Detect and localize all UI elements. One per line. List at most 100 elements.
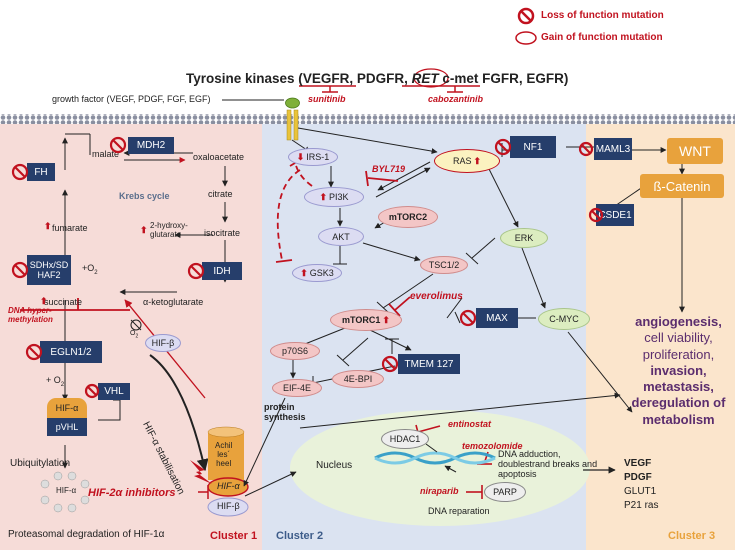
oxygen-plus-a: +O2 (82, 263, 98, 276)
citrate-label: citrate (208, 189, 233, 199)
sdhx-label: SDHx/SD (29, 259, 69, 270)
max-label: MAX (486, 312, 508, 324)
tyrosine-rest: FGFR, EGFR) (482, 71, 569, 86)
tmem127-label: TMEM 127 (404, 358, 454, 370)
dna-helix-icon (374, 451, 496, 465)
hdac1-node: HDAC1 (381, 429, 429, 449)
hdac1-label: HDAC1 (389, 434, 421, 444)
nf1-label: NF1 (523, 141, 543, 153)
pi3k-label: PI3K (329, 192, 349, 202)
hif-beta-core-label: HIF-β (217, 501, 240, 511)
vegf-label: VEGF (624, 458, 652, 469)
achilles-heel-cylinder (207, 426, 245, 480)
p70s6-label: p70S6 (281, 346, 309, 356)
hif-alpha-core-label: HIF-α (217, 481, 240, 491)
pdgfr-label: PDGFR, (356, 71, 408, 86)
hif-alpha-node: HIF-α (47, 398, 87, 418)
hif-alpha-small-label: HIF-α (56, 486, 77, 495)
mdh2-label: MDH2 (136, 140, 166, 151)
everolimus-label: everolimus (410, 291, 463, 302)
csde1-box: CSDE1 (596, 204, 634, 226)
ban-icon-nf1 (494, 138, 512, 156)
protein-synthesis-label: protein synthesis (264, 402, 306, 422)
hydroxyglutarate-label: 2-hydroxy- glutarate (150, 221, 188, 239)
outcome-cell-viability: cell viability, (644, 330, 713, 346)
proteasome-particles (40, 471, 90, 513)
akt-label: AKT (332, 231, 350, 242)
cluster1-label: Cluster 1 (210, 530, 258, 542)
erk-label: ERK (514, 233, 534, 243)
proteasomal-label: Proteasomal degradation of HIF-1α (8, 529, 165, 540)
achilles-heel-label: Achil les´ heel (215, 441, 233, 468)
hif2-inhibitors-label: HIF-2α inhibitors (88, 487, 176, 499)
dna-hypermethylation-label: DNA hyper- methylation (8, 306, 53, 324)
up-arrow-icon: ⬆ (140, 225, 148, 235)
glut1-label: GLUT1 (624, 486, 657, 497)
vhl-box: VHL (98, 383, 130, 400)
krebs-cycle-label: Krebs cycle (119, 191, 170, 201)
maml3-label: MAML3 (595, 143, 631, 155)
niraparib-label: niraparib (420, 486, 459, 496)
ban-icon-fh (11, 163, 29, 181)
mdh2-box: MDH2 (128, 137, 174, 154)
outcome-angiogenesis: angiogenesis, (635, 314, 722, 329)
ras-label: RAS (452, 156, 472, 166)
tsc-node: TSC1/2 (420, 256, 468, 274)
beta-catenin-box: ß-Catenin (640, 174, 724, 198)
up-arrow-icon: ⬆ (382, 314, 390, 325)
succinate-label: succinate (44, 297, 83, 307)
pi3k-node: ⬆PI3K (304, 187, 364, 207)
hif-beta-label: HIF-β (151, 338, 175, 348)
hif-beta-node: HIF-β (145, 334, 181, 352)
outcome-proliferation: proliferation, (642, 346, 715, 362)
parp-label: PARP (493, 487, 517, 497)
fumarate-label: fumarate (52, 223, 88, 233)
legend-loss-symbol (517, 7, 535, 25)
p21ras-label: P21 ras (624, 500, 659, 511)
no-oxygen-icon (130, 319, 142, 331)
growth-factor-label: growth factor (VEGF, PDGF, FGF, EGF) (52, 94, 211, 104)
up-arrow-icon: ⬆ (319, 191, 328, 202)
legend-loss-label: Loss of function mutation (541, 10, 664, 21)
dna-effects-label: DNA adduction, doublestrand breaks and a… (498, 449, 598, 479)
lightning-icon (190, 460, 212, 484)
cmet-label: c-met (442, 71, 479, 86)
ras-node: RAS⬆ (434, 149, 500, 173)
idh-label: IDH (213, 265, 231, 277)
vegfr-label: VEGFR, (302, 71, 354, 86)
egln-label: EGLN1/2 (50, 346, 92, 358)
wnt-box: WNT (667, 138, 723, 164)
ubiquitylation-label: Ubiquitylation (10, 458, 71, 469)
outcome-invasion: invasion, (650, 362, 707, 378)
tsc-label: TSC1/2 (428, 260, 460, 270)
receptor-icon (285, 97, 300, 141)
mtorc2-label: mTORC2 (388, 212, 428, 222)
beta-catenin-label: ß-Catenin (653, 178, 711, 194)
outcome-metastasis: metastasis, (643, 379, 714, 394)
up-arrow-icon: ⬆ (40, 296, 48, 306)
oxygen-plus-b: + O2 (46, 375, 65, 388)
o2-cross-label: O (130, 330, 136, 337)
irs1-label: IRS-1 (306, 152, 330, 162)
ban-icon-mdh2 (109, 136, 127, 154)
ban-icon-idh (187, 262, 205, 280)
ban-icon-tmem127 (381, 355, 399, 373)
4ebp1-node: 4E-BPI (332, 370, 384, 388)
pdgf-label: PDGF (624, 472, 652, 483)
sunitinib-label: sunitinib (308, 94, 346, 104)
fh-label: FH (34, 166, 48, 178)
parp-node: PARP (484, 482, 526, 502)
ban-icon-max (459, 309, 477, 327)
erk-node: ERK (500, 228, 548, 248)
malate-label: malate (92, 149, 120, 159)
temozolomide-label: temozolomide (462, 441, 523, 451)
down-arrow-icon: ⬇ (296, 151, 305, 162)
o2-b-label: + O (46, 375, 61, 385)
ban-icon-sdhx (11, 261, 29, 279)
dna-reparation-label: DNA reparation (428, 506, 490, 516)
nucleus-label: Nucleus (316, 460, 353, 471)
ban-icon-csde1 (588, 207, 604, 223)
tyrosine-prefix: Tyrosine kinases ( (186, 71, 303, 86)
